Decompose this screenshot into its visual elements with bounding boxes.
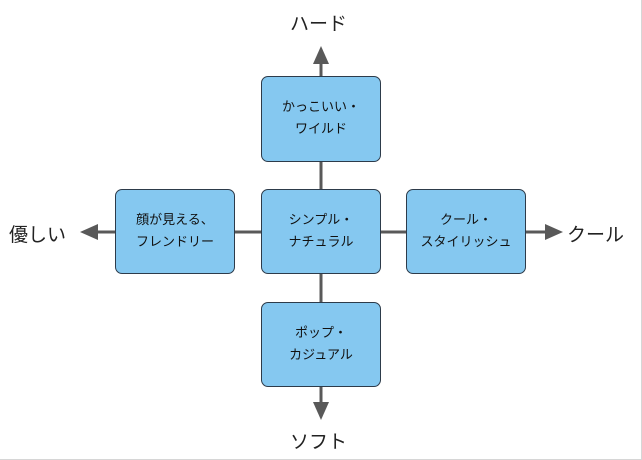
- box-bottom-label: ポップ・ カジュアル: [289, 325, 353, 363]
- arrow-left-head: [80, 224, 98, 240]
- axis-label-left: 優しい: [9, 224, 67, 246]
- box-top: かっこいい・ ワイルド: [261, 76, 381, 162]
- box-top-label: かっこいい・ ワイルド: [281, 100, 360, 137]
- box-left: 顔が見える、 フレンドリー: [115, 189, 235, 274]
- box-right: クール・ スタイリッシュ: [406, 189, 526, 274]
- box-center: シンプル・ ナチュラル: [261, 189, 381, 274]
- arrow-up-head: [313, 46, 329, 64]
- arrow-down-head: [313, 402, 329, 420]
- axis-label-right: クール: [567, 224, 625, 246]
- axis-label-bottom: ソフト: [290, 431, 348, 453]
- box-center-label: シンプル・ ナチュラル: [288, 212, 354, 250]
- box-right-label: クール・ スタイリッシュ: [420, 212, 512, 250]
- box-bottom: ポップ・ カジュアル: [261, 302, 381, 387]
- box-left-label: 顔が見える、 フレンドリー: [135, 212, 214, 250]
- axis-label-top: ハード: [290, 13, 348, 35]
- arrow-right-head: [545, 224, 563, 240]
